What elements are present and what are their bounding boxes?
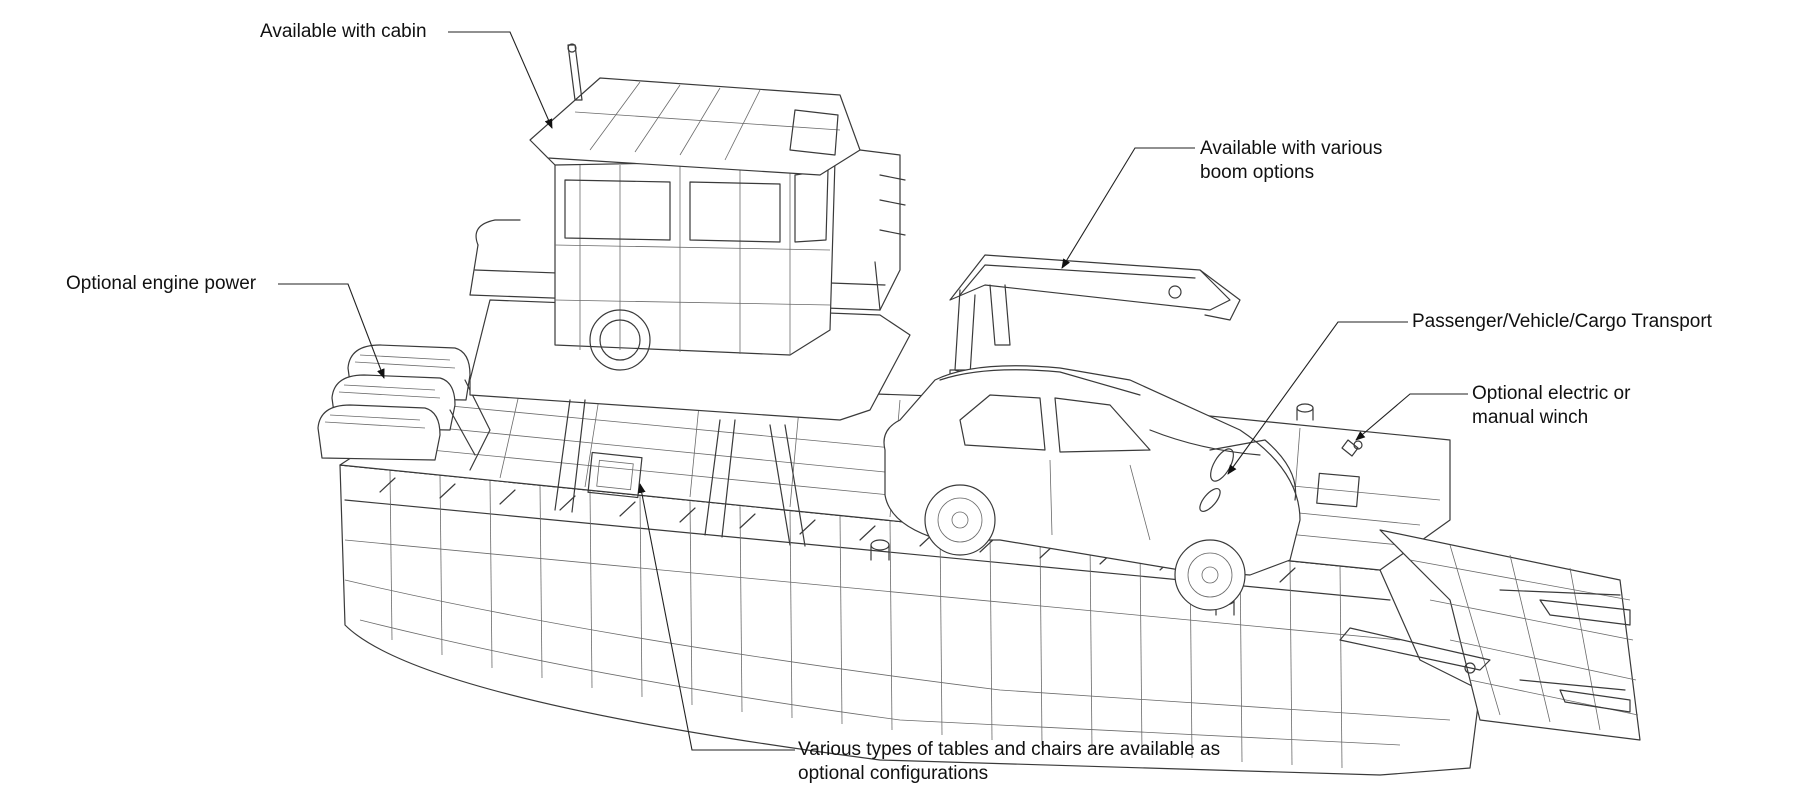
callout-tables-line1: Various types of tables and chairs are a… bbox=[798, 739, 1221, 760]
leader-transport bbox=[1227, 321, 1408, 475]
callout-boom-line1: Available with various bbox=[1200, 138, 1383, 159]
callout-winch-line1: Optional electric or bbox=[1472, 383, 1631, 404]
leader-cabin bbox=[448, 31, 553, 129]
callout-tables: Various types of tables and chairs are a… bbox=[798, 738, 1220, 786]
callout-boom-line2: boom options bbox=[1200, 162, 1315, 183]
leader-engine bbox=[278, 283, 385, 379]
callout-cabin: Available with cabin bbox=[260, 21, 427, 42]
callout-transport: Passenger/Vehicle/Cargo Transport bbox=[1412, 311, 1712, 332]
leader-lines bbox=[278, 31, 1468, 751]
bow-ramp bbox=[1339, 529, 1641, 741]
car bbox=[883, 365, 1301, 611]
callout-engine: Optional engine power bbox=[66, 273, 257, 294]
callout-winch-line2: manual winch bbox=[1472, 407, 1589, 428]
callout-winch: Optional electric or manual winch bbox=[1472, 382, 1630, 430]
outboard-engines bbox=[317, 344, 491, 471]
callout-boom: Available with various boom options bbox=[1200, 137, 1382, 185]
hull bbox=[339, 464, 1481, 776]
winch bbox=[1316, 439, 1363, 508]
cabin bbox=[469, 43, 911, 547]
leader-boom bbox=[1061, 147, 1195, 269]
leader-tables bbox=[637, 483, 795, 751]
callout-tables-line2: optional configurations bbox=[798, 763, 989, 784]
leader-winch bbox=[1355, 393, 1468, 441]
